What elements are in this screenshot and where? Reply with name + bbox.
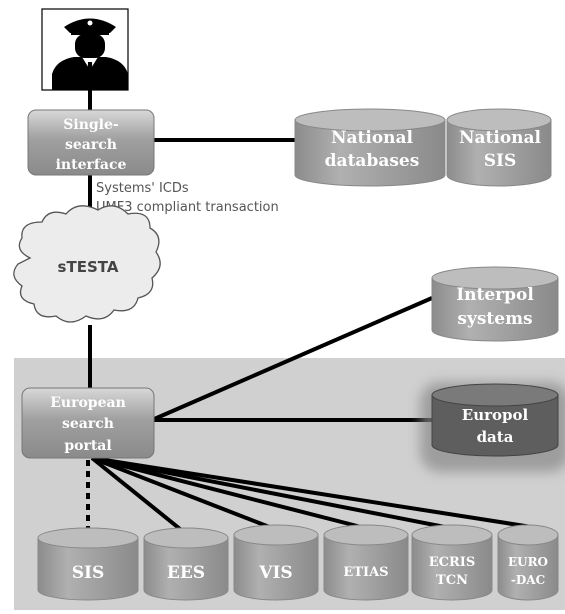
- europol-label-1: Europol: [462, 406, 529, 424]
- stesta-label: sTESTA: [58, 258, 119, 276]
- ecris-label-1: ECRIS: [429, 555, 476, 570]
- annotation-line-2: UMF3 compliant transaction: [96, 200, 279, 215]
- connector-esp-to-interpol: [151, 296, 433, 422]
- interpol-systems-cylinder: Interpol systems: [431, 266, 559, 342]
- single-search-label-3: interface: [56, 157, 127, 173]
- interpol-label-1: Interpol: [456, 285, 534, 305]
- eurodac-label-1: EURO: [508, 555, 548, 569]
- connector-esp-to-eurodac: [91, 456, 539, 530]
- national-databases-label-1: National: [331, 128, 414, 148]
- vis-label: VIS: [258, 563, 292, 583]
- ecris-label-2: TCN: [436, 573, 468, 588]
- annotation-line-1: Systems' ICDs: [96, 181, 189, 196]
- police-officer-icon: [52, 18, 128, 90]
- sis-label: SIS: [72, 563, 105, 583]
- etias-cylinder: ETIAS: [323, 524, 409, 601]
- connector-esp-to-etias: [91, 456, 366, 530]
- interpol-label-2: systems: [457, 309, 532, 329]
- esp-label-1: European: [50, 395, 126, 411]
- etias-label: ETIAS: [343, 565, 388, 580]
- sis-cylinder: SIS: [37, 527, 139, 601]
- national-sis-cylinder: National SIS: [446, 108, 552, 187]
- vis-cylinder: VIS: [233, 524, 319, 601]
- esp-label-3: portal: [64, 438, 111, 454]
- national-sis-label-1: National: [459, 128, 542, 148]
- stesta-cloud: sTESTA: [13, 205, 161, 323]
- user-box: [41, 8, 129, 91]
- esp-label-2: search: [62, 416, 114, 432]
- ecris-tcn-cylinder: ECRIS TCN: [411, 524, 493, 601]
- national-databases-cylinder: National databases: [294, 108, 446, 187]
- ees-label: EES: [167, 563, 205, 583]
- eurodac-label-2: -DAC: [511, 573, 545, 587]
- connector-esp-to-ees: [90, 456, 187, 535]
- connector-esp-to-ecris: [91, 456, 451, 530]
- europol-label-2: data: [477, 428, 514, 446]
- single-search-interface-box: Single- search interface: [27, 109, 155, 176]
- ees-cylinder: EES: [143, 527, 229, 601]
- connectors: [88, 90, 539, 535]
- connector-esp-to-vis: [91, 456, 273, 530]
- national-sis-label-2: SIS: [484, 151, 517, 171]
- europol-data-cylinder: Europol data: [420, 382, 565, 472]
- single-search-label-1: Single-: [63, 117, 119, 133]
- european-search-portal-box: European search portal: [21, 387, 155, 459]
- single-search-label-2: search: [65, 137, 117, 153]
- national-databases-label-2: databases: [325, 151, 420, 171]
- eurodac-cylinder: EURO -DAC: [497, 524, 559, 601]
